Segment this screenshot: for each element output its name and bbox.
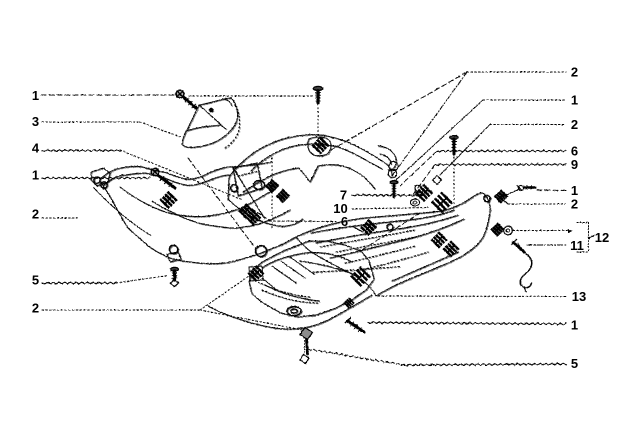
- svg-text:2: 2: [32, 301, 39, 316]
- svg-text:1: 1: [571, 92, 578, 107]
- svg-text:12: 12: [595, 230, 609, 245]
- svg-text:1: 1: [571, 318, 578, 333]
- svg-text:2: 2: [571, 65, 578, 80]
- svg-text:6: 6: [341, 214, 348, 229]
- svg-text:2: 2: [32, 207, 39, 222]
- svg-text:7: 7: [340, 188, 347, 203]
- svg-text:1: 1: [32, 168, 39, 183]
- svg-text:2: 2: [571, 197, 578, 212]
- svg-text:1: 1: [571, 183, 578, 198]
- svg-text:10: 10: [333, 201, 347, 216]
- svg-text:3: 3: [32, 114, 39, 129]
- svg-text:9: 9: [571, 157, 578, 172]
- svg-text:4: 4: [32, 141, 40, 156]
- svg-text:1: 1: [32, 88, 39, 103]
- svg-text:11: 11: [570, 238, 584, 253]
- svg-text:13: 13: [572, 289, 586, 304]
- svg-text:5: 5: [571, 356, 578, 371]
- svg-text:2: 2: [571, 117, 578, 132]
- svg-text:5: 5: [32, 273, 39, 288]
- svg-text:6: 6: [571, 144, 578, 159]
